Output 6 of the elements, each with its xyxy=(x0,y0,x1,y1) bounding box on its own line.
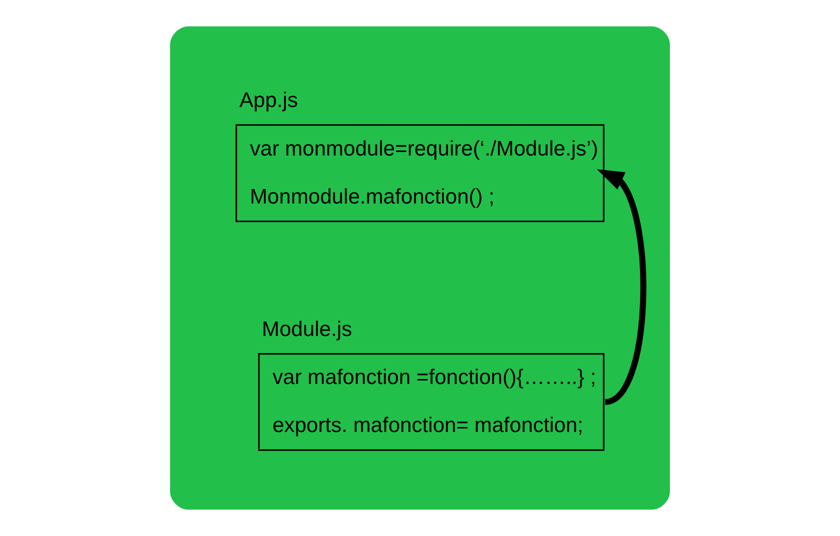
arrow xyxy=(596,169,646,405)
node-label: App.js xyxy=(239,89,298,112)
node-box: var mafonction =fonction(){……..} ; exports. mafonction= mafonction; xyxy=(258,353,604,451)
cluster xyxy=(170,26,670,510)
node-label: Module.js xyxy=(262,318,352,342)
node-box: var monmodule=require(‘./Module.js’) Monmodule.mafonction() ; xyxy=(236,124,604,222)
